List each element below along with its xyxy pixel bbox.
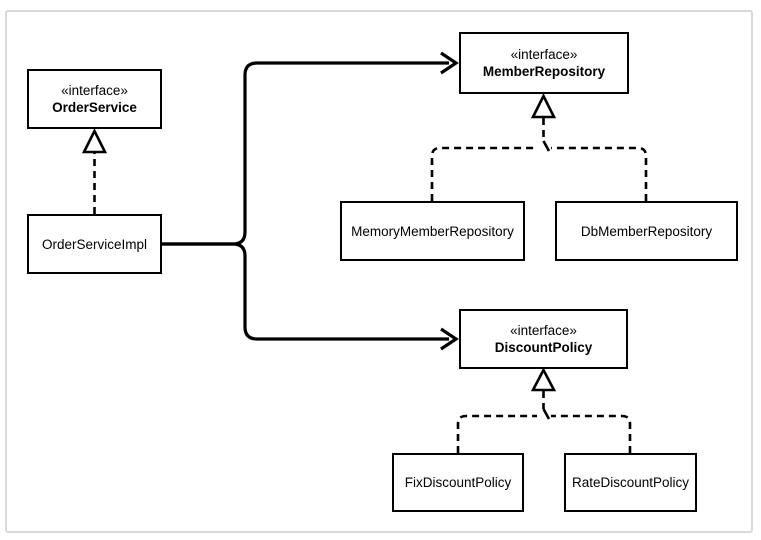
node-db-member-repository: DbMemberRepository <box>555 201 738 261</box>
node-member-repository: «interface» MemberRepository <box>459 32 629 94</box>
stereotype-label: «interface» <box>61 83 128 98</box>
open-arrowhead-icon <box>440 51 459 75</box>
node-rate-discount-policy: RateDiscountPolicy <box>564 453 697 512</box>
node-name-label: MemberRepository <box>482 64 606 79</box>
node-fix-discount-policy: FixDiscountPolicy <box>392 453 524 512</box>
hollow-triangle-icon <box>530 93 557 119</box>
hollow-triangle-icon <box>81 128 108 154</box>
realization-junction-discountpolicy <box>530 367 557 420</box>
realization-junction-memberrepository <box>530 93 557 152</box>
edge-memorymemberrepository-memberrepository <box>430 146 537 201</box>
edge-orderserviceimpl-orderservice <box>81 128 108 214</box>
edge-fixdiscountpolicy-discountpolicy <box>456 414 537 453</box>
stereotype-label: «interface» <box>510 47 578 62</box>
node-name-label: OrderService <box>52 100 137 115</box>
node-name-label: DbMemberRepository <box>580 223 713 239</box>
hollow-triangle-icon <box>530 367 557 392</box>
node-name-label: RateDiscountPolicy <box>571 475 690 490</box>
open-arrowhead-icon <box>440 327 459 351</box>
node-memory-member-repository: MemoryMemberRepository <box>340 201 525 261</box>
node-name-label: MemoryMemberRepository <box>351 223 514 239</box>
node-discount-policy: «interface» DiscountPolicy <box>459 309 628 369</box>
edge-ratediscountpolicy-discountpolicy <box>551 414 632 453</box>
node-order-service: «interface» OrderService <box>27 69 162 129</box>
node-name-label: DiscountPolicy <box>494 340 593 355</box>
stereotype-label: «interface» <box>510 323 577 338</box>
edge-dbmemberrepository-memberrepository <box>551 146 648 201</box>
node-name-label: OrderServiceImpl <box>41 236 148 252</box>
node-name-label: FixDiscountPolicy <box>404 475 512 490</box>
node-order-service-impl: OrderServiceImpl <box>27 214 162 274</box>
